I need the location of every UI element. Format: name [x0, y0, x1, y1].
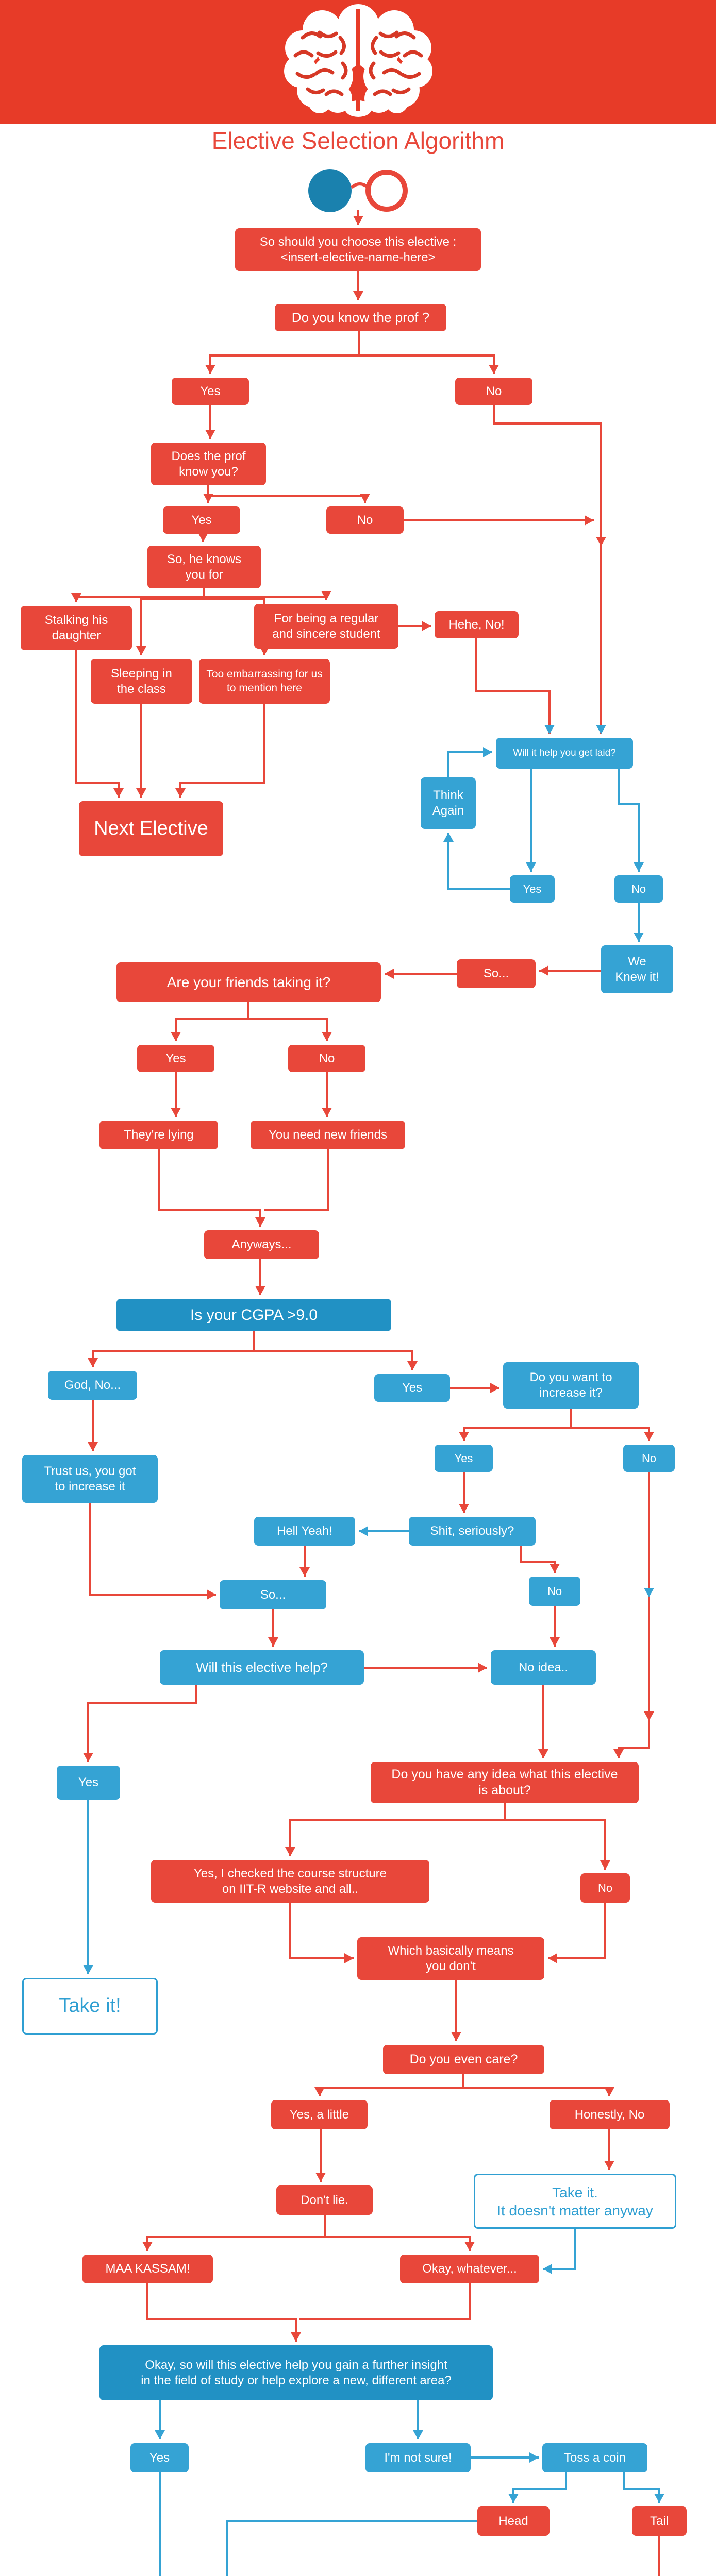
- node-know-prof: Do you know the prof ?: [275, 304, 446, 331]
- node-increase-yes: Yes: [435, 1445, 493, 1472]
- node-yes-a-little: Yes, a little: [271, 2100, 368, 2129]
- node-think-again: Think Again: [421, 777, 476, 829]
- node-want-increase: Do you want to increase it?: [503, 1362, 639, 1409]
- node-stalking: Stalking his daughter: [21, 606, 132, 650]
- node-dont-lie: Don't lie.: [276, 2185, 373, 2215]
- node-cgpa-yes: Yes: [374, 1374, 450, 1402]
- node-maa-kassam: MAA KASSAM!: [82, 2255, 213, 2283]
- node-big-question: Okay, so will this elective help you gai…: [99, 2345, 493, 2400]
- node-hell-yeah: Hell Yeah!: [254, 1517, 355, 1546]
- node-friends-no: No: [288, 1045, 365, 1072]
- node-god-no: God, No...: [48, 1371, 137, 1400]
- node-regular-student: For being a regular and sincere student: [254, 604, 398, 649]
- node-shit-no: No: [529, 1577, 580, 1606]
- node-take-it-1: Take it!: [22, 1978, 158, 2035]
- node-we-knew-it: We Knew it!: [601, 945, 673, 993]
- page-title: Elective Selection Algorithm: [211, 127, 505, 154]
- node-take-it-anyway: Take it. It doesn't matter anyway: [474, 2174, 676, 2229]
- node-final-yes: Yes: [130, 2443, 189, 2472]
- node-will-help-yes: Yes: [57, 1766, 120, 1800]
- node-prof-know-no: No: [326, 506, 404, 534]
- node-okay-whatever: Okay, whatever...: [400, 2255, 539, 2283]
- node-honestly-no: Honestly, No: [550, 2100, 670, 2129]
- node-means-you-dont: Which basically means you don't: [357, 1937, 544, 1980]
- node-next-elective-1: Next Elective: [79, 801, 223, 856]
- node-embarrassing: Too embarrassing for us to mention here: [199, 659, 330, 704]
- node-not-sure: I'm not sure!: [365, 2443, 471, 2472]
- node-know-prof-yes: Yes: [172, 378, 249, 405]
- node-idea-no: No: [580, 1873, 630, 1903]
- node-shit-seriously: Shit, seriously?: [409, 1517, 536, 1546]
- node-prof-know-you: Does the prof know you?: [151, 443, 266, 485]
- node-increase-no: No: [623, 1445, 675, 1472]
- glasses-icon: [308, 169, 408, 212]
- node-friends-yes: Yes: [137, 1045, 214, 1072]
- brain-icon: [284, 4, 432, 117]
- node-toss-a-coin: Toss a coin: [542, 2443, 647, 2472]
- node-so-1: So...: [457, 959, 536, 988]
- header-band: [0, 0, 716, 124]
- node-checked-course: Yes, I checked the course structure on I…: [151, 1860, 429, 1903]
- node-need-new-friends: You need new friends: [251, 1121, 405, 1149]
- node-any-idea: Do you have any idea what this elective …: [371, 1762, 639, 1803]
- node-even-care: Do you even care?: [383, 2045, 544, 2074]
- node-trust-us: Trust us, you got to increase it: [22, 1455, 158, 1503]
- node-know-prof-no: No: [455, 378, 532, 405]
- node-laid-yes: Yes: [510, 875, 555, 903]
- node-so-2: So...: [220, 1580, 326, 1609]
- node-prof-know-yes: Yes: [163, 506, 240, 534]
- node-anyways: Anyways...: [204, 1230, 319, 1259]
- node-laid-no: No: [614, 875, 663, 903]
- node-friends-taking: Are your friends taking it?: [116, 962, 381, 1002]
- node-get-laid: Will it help you get laid?: [496, 738, 633, 769]
- node-theyre-lying: They're lying: [99, 1121, 218, 1149]
- node-start: So should you choose this elective : <in…: [235, 228, 481, 271]
- node-cgpa: Is your CGPA >9.0: [116, 1299, 391, 1331]
- node-will-help: Will this elective help?: [160, 1650, 364, 1685]
- node-knows-you-for: So, he knows you for: [147, 546, 261, 588]
- node-hehe-no: Hehe, No!: [435, 611, 519, 638]
- node-sleeping: Sleeping in the class: [91, 659, 192, 704]
- node-head: Head: [477, 2506, 550, 2536]
- node-no-idea: No idea..: [491, 1650, 596, 1685]
- node-tail: Tail: [632, 2506, 687, 2536]
